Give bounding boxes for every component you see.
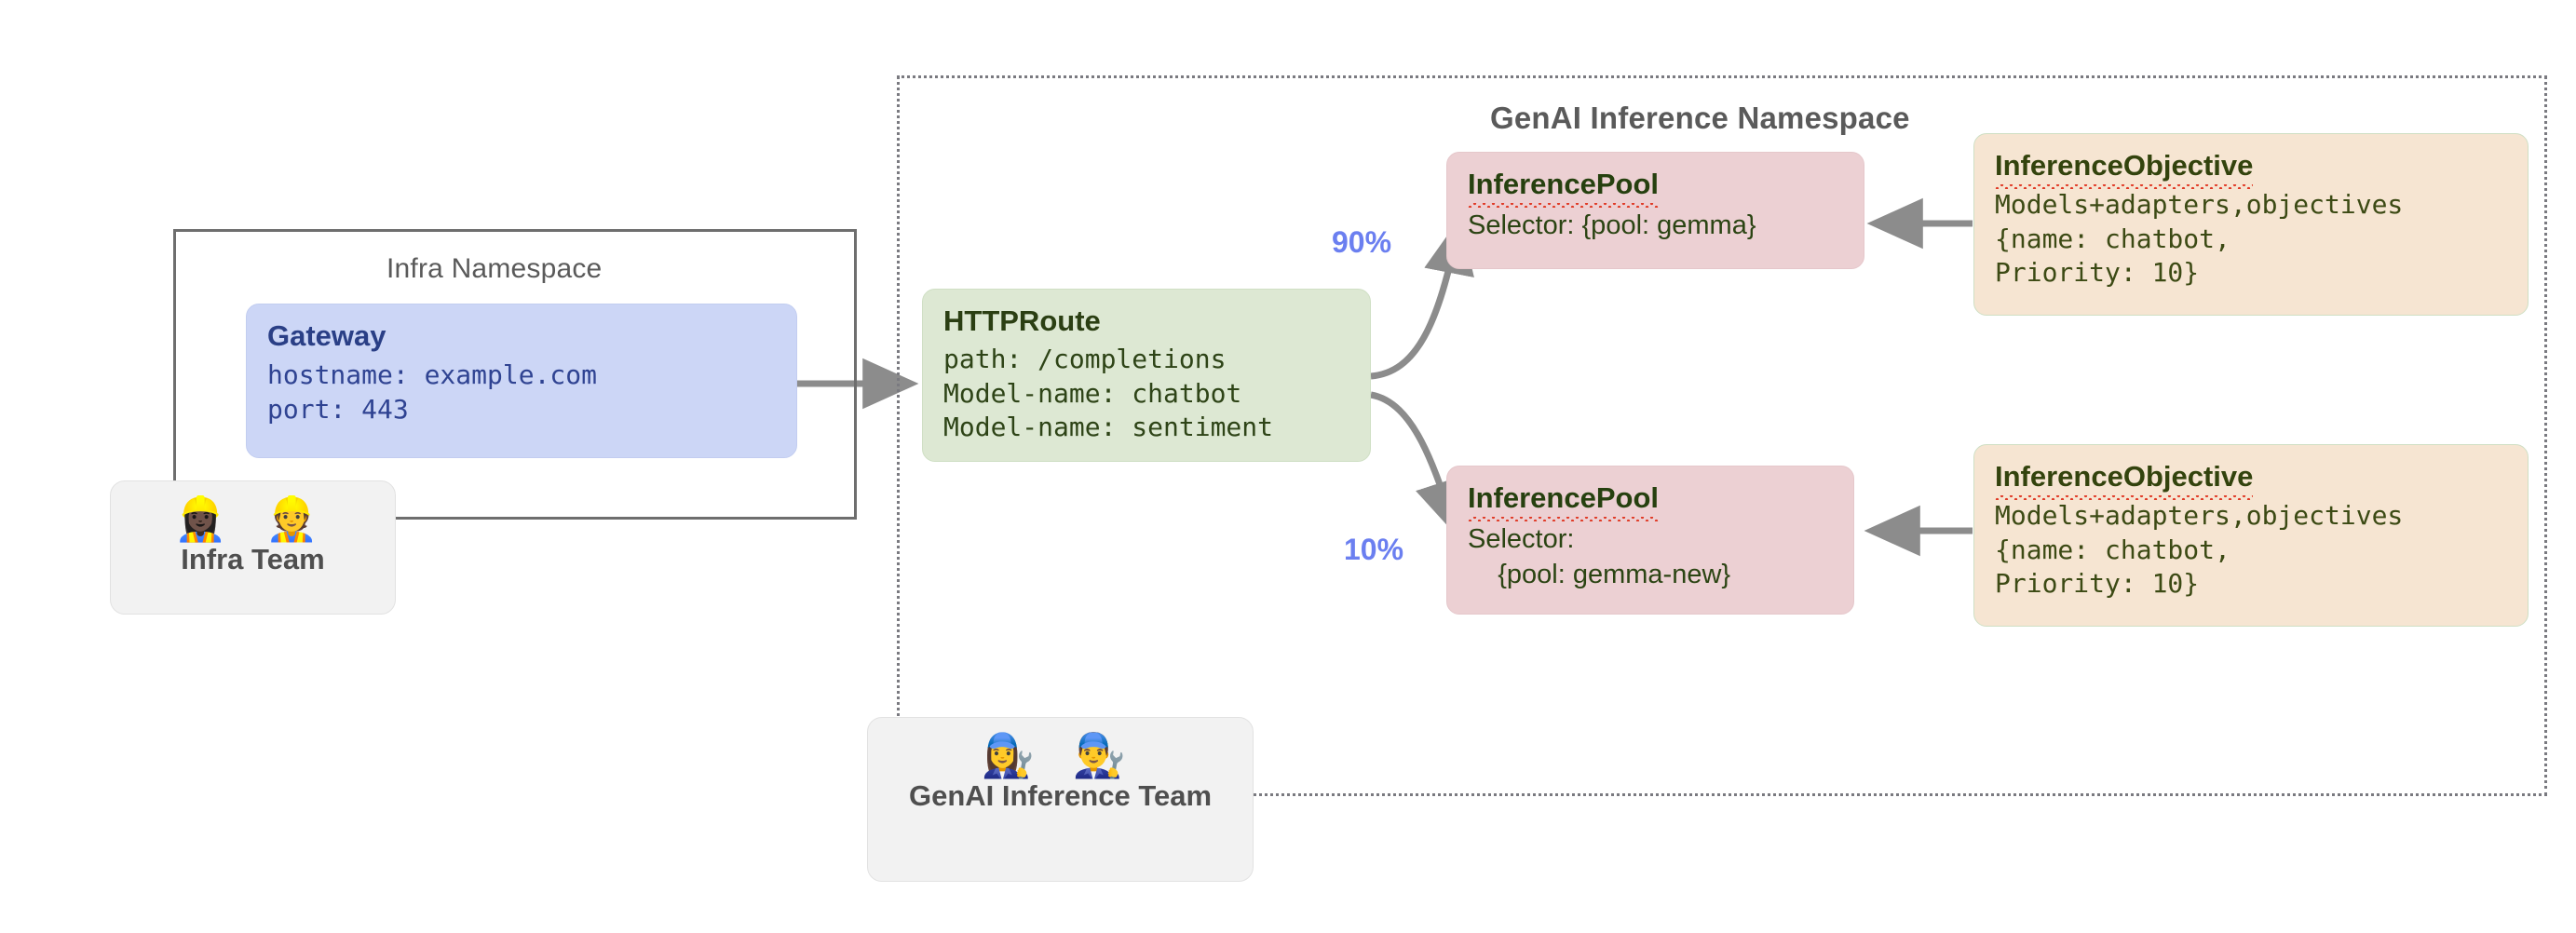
gateway-port-line: port: 443 <box>267 393 409 425</box>
inferenceobjective-top-title: InferenceObjective <box>1995 147 2254 190</box>
genai-inference-namespace-container <box>897 75 2547 796</box>
httproute-card-title: HTTPRoute <box>943 304 1101 337</box>
genai-inference-namespace-title: GenAI Inference Namespace <box>1490 101 1910 135</box>
httproute-model-chatbot-line: Model-name: chatbot <box>943 377 1242 409</box>
httproute-path-line: path: /completions <box>943 344 1227 375</box>
inferenceobjective-bottom-name-line: {name: chatbot, <box>1995 534 2230 565</box>
inferencepool-card-gemma[interactable]: InferencePool Selector: {pool: gemma} <box>1446 152 1864 269</box>
infra-team-avatars: 👷🏿‍♀️ 👷 <box>173 494 332 543</box>
gateway-card[interactable]: Gateway hostname: example.com port: 443 <box>246 304 797 458</box>
httproute-card[interactable]: HTTPRoute path: /completions Model-name:… <box>922 289 1371 462</box>
inferenceobjective-card-top[interactable]: InferenceObjective Models+adapters,objec… <box>1973 133 2529 316</box>
gateway-card-title: Gateway <box>267 319 386 352</box>
inferencepool-gemma-new-selector-value-line: {pool: gemma-new} <box>1468 559 1731 589</box>
inferencepool-gemma-title: InferencePool <box>1468 166 1659 209</box>
inferenceobjective-bottom-priority-line: Priority: 10} <box>1995 568 2200 600</box>
weight-label-90: 90% <box>1332 225 1392 259</box>
gateway-hostname-line: hostname: example.com <box>267 359 598 391</box>
inferenceobjective-top-models-line: Models+adapters,objectives <box>1995 189 2404 221</box>
genai-inference-team-avatars: 👩‍🔧 👨‍🔧 <box>981 731 1140 779</box>
genai-inference-team-label: GenAI Inference Team <box>908 779 1213 813</box>
infra-namespace-title: Infra Namespace <box>386 253 603 284</box>
inferenceobjective-bottom-models-line: Models+adapters,objectives <box>1995 500 2404 532</box>
inferencepool-gemma-new-title: InferencePool <box>1468 480 1659 522</box>
inferencepool-gemma-selector-line: Selector: {pool: gemma} <box>1468 210 1756 241</box>
inferenceobjective-top-priority-line: Priority: 10} <box>1995 257 2200 289</box>
weight-label-10: 10% <box>1344 533 1404 566</box>
infra-namespace-container <box>173 229 857 520</box>
inferenceobjective-bottom-title: InferenceObjective <box>1995 458 2254 501</box>
infra-team-label: Infra Team <box>181 543 325 576</box>
genai-inference-team-box[interactable]: 👩‍🔧 👨‍🔧 GenAI Inference Team <box>867 717 1254 882</box>
inferencepool-card-gemma-new[interactable]: InferencePool Selector: {pool: gemma-new… <box>1446 466 1854 615</box>
inferenceobjective-card-bottom[interactable]: InferenceObjective Models+adapters,objec… <box>1973 444 2529 627</box>
inferencepool-gemma-new-selector-line: Selector: <box>1468 524 1575 555</box>
httproute-model-sentiment-line: Model-name: sentiment <box>943 412 1274 443</box>
infra-team-box[interactable]: 👷🏿‍♀️ 👷 Infra Team <box>110 480 396 615</box>
inferenceobjective-top-name-line: {name: chatbot, <box>1995 223 2230 254</box>
